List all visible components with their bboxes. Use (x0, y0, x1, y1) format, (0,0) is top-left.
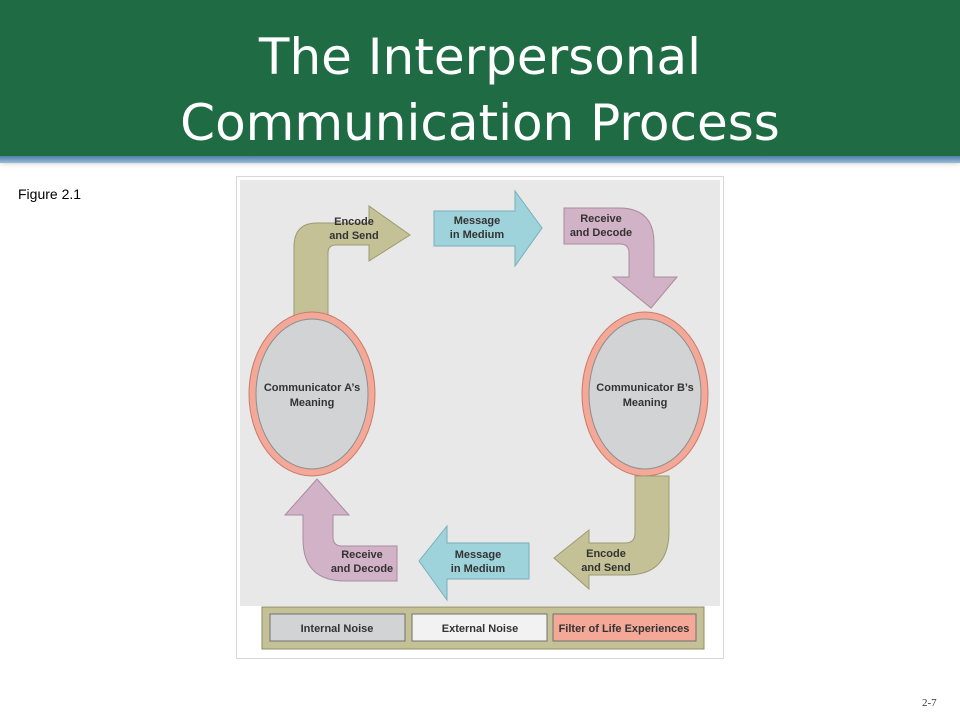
encode-send-top-line1: Encode (334, 216, 374, 228)
communicator-a-line1: Communicator A’s (264, 382, 360, 394)
message-bottom-line2: in Medium (451, 563, 506, 575)
slide-number: 2-7 (922, 697, 937, 709)
message-bottom-line1: Message (455, 549, 501, 561)
legend-external-noise-label: External Noise (442, 623, 518, 635)
title-band (0, 0, 960, 158)
communicator-b-line2: Meaning (623, 397, 668, 409)
communicator-b-oval (588, 318, 702, 470)
encode-send-bottom-line2: and Send (581, 562, 631, 574)
communication-process-diagram: Encode and Send Message in Medium Receiv… (240, 180, 720, 650)
communicator-a-line2: Meaning (290, 397, 335, 409)
slide-title-line1: The Interpersonal (258, 28, 702, 86)
legend-internal-noise-box (269, 613, 406, 642)
receive-decode-top-arrow (563, 207, 679, 309)
encode-send-top-arrow (293, 205, 411, 316)
receive-decode-bottom-line1: Receive (341, 549, 383, 561)
communicator-a-oval (255, 318, 369, 470)
receive-decode-bottom-line2: and Decode (331, 563, 393, 575)
encode-send-bottom-line1: Encode (586, 548, 626, 560)
receive-decode-top-line2: and Decode (570, 227, 632, 239)
receive-decode-top-line1: Receive (580, 213, 622, 225)
encode-send-bottom-arrow (553, 475, 670, 591)
message-top-arrow (433, 189, 543, 268)
legend-internal-noise-label: Internal Noise (301, 623, 374, 635)
message-bottom-arrow (418, 524, 530, 602)
encode-send-top-line2: and Send (329, 230, 379, 242)
figure-label: Figure 2.1 (18, 186, 82, 202)
diagram-frame: Encode and Send Message in Medium Receiv… (236, 176, 724, 659)
communicator-b-line1: Communicator B’s (596, 382, 693, 394)
slide-title: The Interpersonal Communication Process (0, 24, 960, 156)
legend-filter-label: Filter of Life Experiences (559, 623, 690, 635)
message-top-line1: Message (454, 215, 500, 227)
legend-filter-box (552, 613, 697, 642)
message-top-line2: in Medium (450, 229, 505, 241)
title-accent-stripe (0, 156, 960, 163)
legend-external-noise-box (411, 613, 548, 642)
receive-decode-bottom-arrow (283, 478, 398, 582)
slide-title-line2: Communication Process (180, 94, 780, 152)
